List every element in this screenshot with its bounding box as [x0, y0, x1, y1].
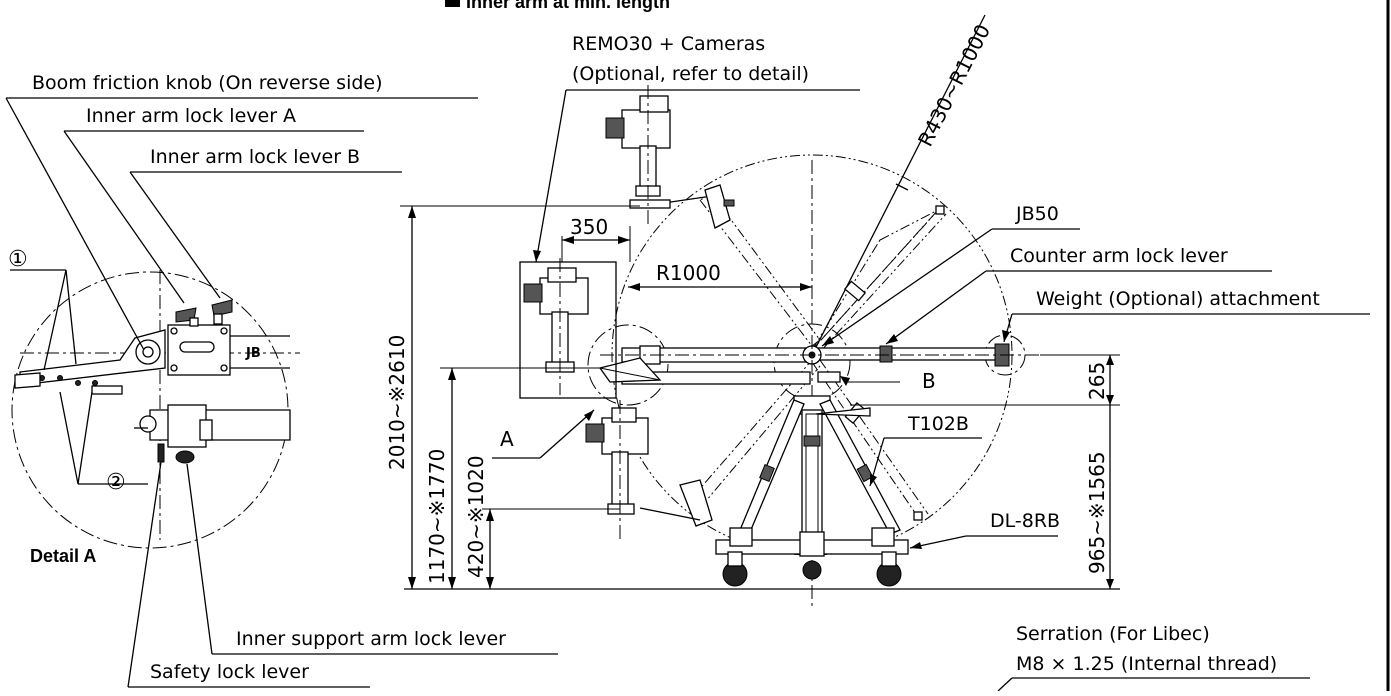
main-view: R430~R1000: [404, 14, 1120, 610]
lever-b-detail: [211, 299, 233, 317]
label-serration-line2: M8 × 1.25 (Internal thread): [1016, 653, 1277, 675]
label-inner-arm-lock-lever-b: Inner arm lock lever B: [150, 146, 360, 168]
label-boom-friction-knob: Boom friction knob (On reverse side): [32, 72, 383, 94]
header-bullet: [445, 0, 460, 7]
safety-lock-knob-detail: [157, 443, 165, 463]
label-serration-line1: Serration (For Libec): [1016, 623, 1210, 645]
label-inner-arm-lock-lever-a: Inner arm lock lever A: [86, 105, 296, 127]
remo-detail-box: [519, 261, 617, 399]
label-t102b: T102B: [907, 413, 969, 435]
dim-350: 350: [570, 215, 608, 239]
dolly-dl-8rb: [715, 527, 909, 587]
label-safety-lock-lever: Safety lock lever: [150, 661, 309, 683]
label-remo30-line1: REMO30 + Cameras: [572, 33, 765, 55]
label-inner-support-arm-lock-lever: Inner support arm lock lever: [236, 628, 506, 650]
camera-bottom: [585, 400, 649, 540]
dim-height-right: 965~※1565: [1085, 451, 1109, 574]
label-remo30-line2: (Optional, refer to detail): [572, 63, 809, 85]
label-callout-a: A: [500, 427, 514, 451]
left-callouts: Boom friction knob (On reverse side) Inn…: [5, 72, 558, 688]
label-counter-arm-lock-lever: Counter arm lock lever: [1010, 245, 1228, 267]
dim-height-total: 2010~※2610: [385, 335, 409, 470]
detail-a-title: Detail A: [30, 546, 96, 566]
callout-2: ②: [106, 470, 126, 495]
counter-arm-tube: [817, 347, 1009, 361]
detail-a-view: JB ① ② Detail A: [8, 247, 300, 566]
label-dl-8rb: DL-8RB: [990, 510, 1060, 532]
main-callouts: REMO30 + Cameras (Optional, refer to det…: [492, 33, 1370, 692]
arm-brand-detail: JB: [245, 346, 261, 361]
label-callout-b: B: [922, 369, 936, 393]
dim-height-mid: 1170~※1770: [425, 449, 449, 584]
tripod-t102b: [739, 395, 901, 541]
dim-r1000: R1000: [656, 261, 721, 285]
camera-top: [605, 85, 671, 225]
label-jb50: JB50: [1015, 203, 1059, 225]
detail-a-marker-circle: [587, 324, 669, 406]
caster-center: [802, 560, 822, 580]
support-lock-knob-detail: [175, 450, 195, 464]
header-note: Inner arm at min. length: [466, 0, 670, 12]
dim-height-low: 420~※1020: [464, 455, 488, 578]
dim-radius-range: R430~R1000: [913, 20, 995, 150]
dim-265: 265: [1085, 362, 1109, 400]
label-weight-attachment: Weight (Optional) attachment: [1036, 288, 1320, 310]
callout-1: ①: [8, 247, 28, 272]
dimensions: 2010~※2610 1170~※1770 420~※1020 350 R100…: [385, 205, 1120, 589]
camera-mid: [523, 258, 589, 395]
